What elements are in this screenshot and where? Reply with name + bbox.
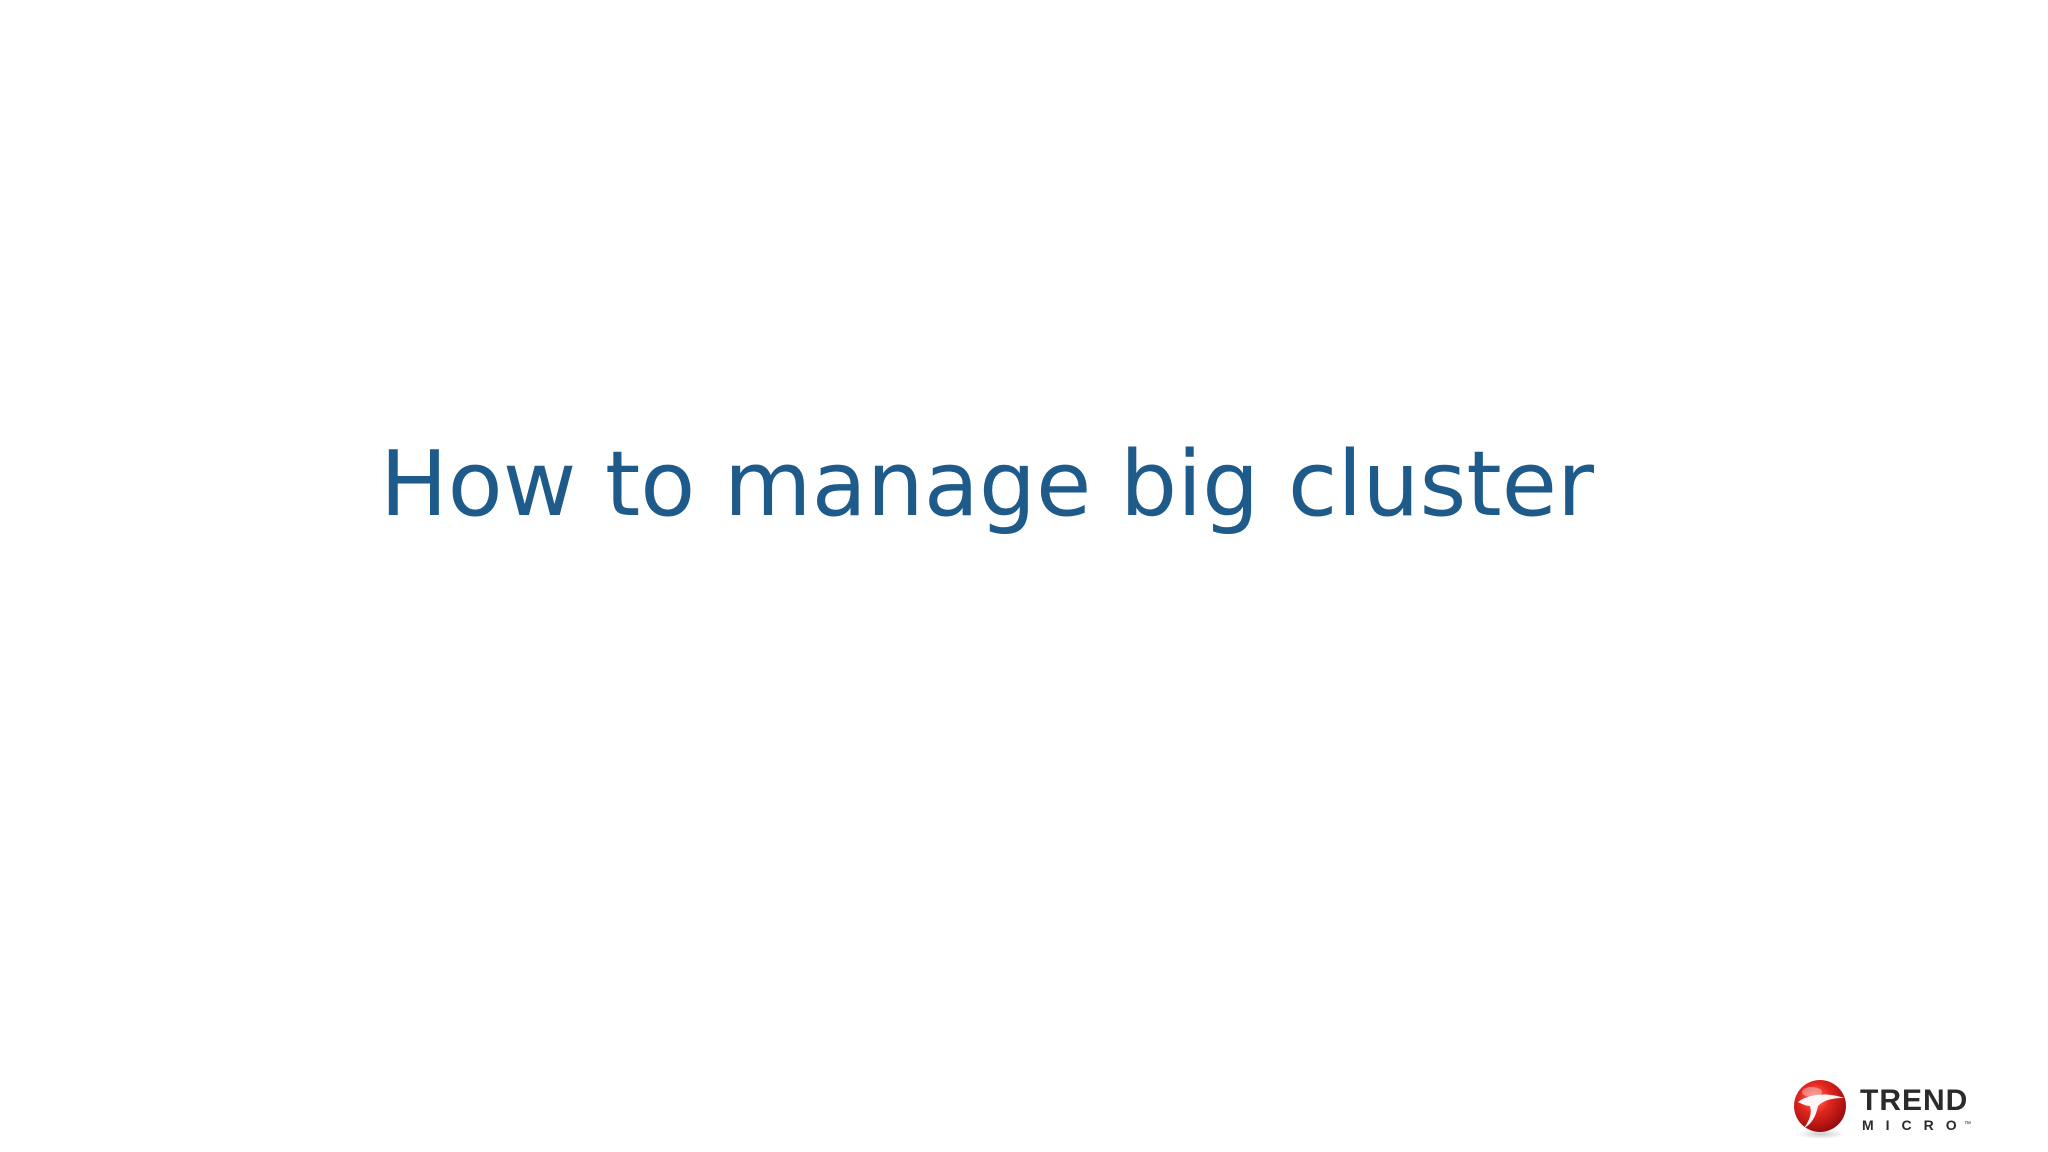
trend-micro-logo: TREND MICRO ™ (1788, 1076, 1972, 1140)
logo-brand-bottom: MICRO (1862, 1117, 1969, 1133)
trend-micro-ball-icon (1794, 1080, 1846, 1139)
logo-brand-top: TREND (1860, 1084, 1969, 1117)
logo-trademark: ™ (1964, 1121, 1971, 1128)
slide-title: How to manage big cluster (380, 432, 1594, 537)
